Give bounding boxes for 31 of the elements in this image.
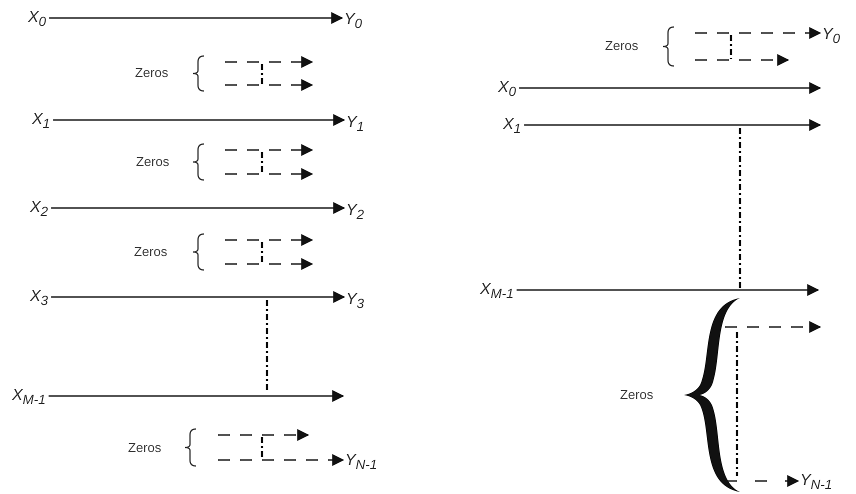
signal-label: Y$_{2}$ xyxy=(346,202,364,224)
signal-label: X$_{0}$ xyxy=(498,79,516,102)
signal-label: Y$_{0}$ xyxy=(822,26,840,48)
zeros-label: Zeros xyxy=(620,387,654,402)
signal-label: Y$_{0}$ xyxy=(344,11,362,34)
arrow xyxy=(51,202,346,214)
signal-label: Y$_{1}$ xyxy=(346,114,364,136)
zeros-label: Zeros xyxy=(135,65,168,80)
zeros-label: Zeros xyxy=(136,154,170,169)
zeros-label: Zeros xyxy=(134,244,168,259)
arrow xyxy=(48,390,344,402)
arrow xyxy=(524,119,822,131)
signal-label: X$_{M-1}$ xyxy=(12,387,46,410)
zeros-label: Zeros xyxy=(128,440,162,455)
signal-label: X$_{1}$ xyxy=(503,116,522,138)
signal-label: Y$_{N-1}$ xyxy=(345,452,378,474)
signal-label: X$_{M-1}$ xyxy=(480,281,514,304)
arrow xyxy=(516,284,820,296)
arrow xyxy=(53,114,346,126)
signal-label: X$_{2}$ xyxy=(30,199,48,222)
arrow xyxy=(218,454,344,466)
signal-label: X$_{1}$ xyxy=(32,111,50,134)
signal-label: X$_{3}$ xyxy=(30,288,48,310)
signal-label: Y$_{3}$ xyxy=(346,291,364,314)
arrow xyxy=(49,12,344,24)
arrow xyxy=(51,291,346,303)
arrow xyxy=(695,27,822,39)
zeros-label: Zeros xyxy=(605,38,638,53)
signal-label: X$_{0}$ xyxy=(28,9,46,32)
signal-label: Y$_{N-1}$ xyxy=(800,472,832,494)
arrow xyxy=(519,82,822,94)
